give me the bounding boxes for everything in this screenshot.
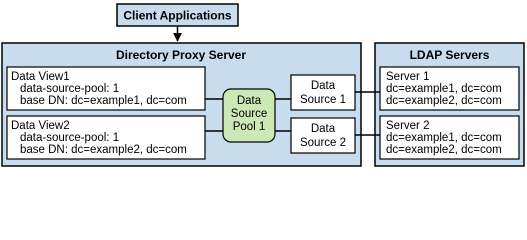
data-view-1-box: Data View1 data-source-pool: 1 base DN: … [6,66,206,111]
pool-label-line-3: Pool 1 [233,121,266,133]
ldap-panel-title: LDAP Servers [410,48,490,62]
data-source-1-line-2: Source 1 [300,94,346,106]
data-view-1-rect [6,66,206,111]
data-view-2-rect [6,115,206,160]
data-source-1-box: Data Source 1 [290,74,356,111]
data-view-1-pool: data-source-pool: 1 [20,83,119,95]
data-source-2-line-2: Source 2 [300,137,346,149]
data-source-1-rect [290,74,356,111]
data-source-2-line-1: Data [311,123,336,135]
data-source-1-line-1: Data [311,80,336,92]
server-2-box: Server 2 dc=example1, dc=com dc=example2… [379,115,520,160]
server-2-dn-2: dc=example2, dc=com [386,144,502,156]
data-view-2-base-dn: base DN: dc=example2, dc=com [20,144,187,156]
proxy-panel-title: Directory Proxy Server [116,48,246,62]
server-1-box: Server 1 dc=example1, dc=com dc=example2… [379,66,520,111]
server-1-dn-1: dc=example1, dc=com [386,83,502,95]
server-1-dn-2: dc=example2, dc=com [386,95,502,107]
data-source-2-box: Data Source 2 [290,117,356,154]
server-1-rect [379,66,520,111]
client-applications-box: Client Applications [116,3,239,27]
data-source-pool-rect [222,88,276,143]
pool-label-line-1: Data [237,95,262,107]
data-view-2-pool: data-source-pool: 1 [20,132,119,144]
data-view-2-box: Data View2 data-source-pool: 1 base DN: … [6,115,206,160]
server-1-name: Server 1 [386,71,429,83]
server-2-dn-1: dc=example1, dc=com [386,132,502,144]
data-view-1-name: Data View1 [11,71,70,83]
client-applications-label: Client Applications [123,9,232,23]
architecture-diagram: Client Applications Directory Proxy Serv… [1,3,525,167]
pool-label-line-2: Source [231,108,267,120]
server-2-name: Server 2 [386,120,429,132]
data-view-1-base-dn: base DN: dc=example1, dc=com [20,95,187,107]
data-source-pool-box: Data Source Pool 1 [222,88,276,143]
data-view-2-name: Data View2 [11,120,70,132]
server-2-rect [379,115,520,160]
